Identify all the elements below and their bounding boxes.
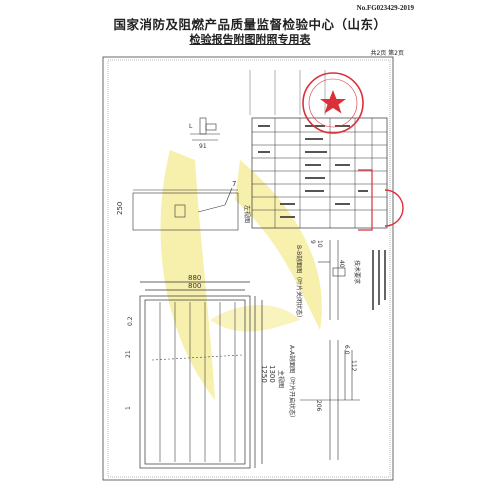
left-view-label: 左视图 <box>243 205 251 223</box>
tech-req-label: 技术要求 <box>353 260 361 284</box>
dim-112: 112 <box>350 360 357 372</box>
dim-91: 91 <box>199 143 207 150</box>
dim-800: 800 <box>188 282 201 290</box>
label-1: 1 <box>125 406 132 410</box>
dim-206: 206 <box>315 400 322 412</box>
section-bb-label: B-B剖面图（叶片关闭状态） <box>295 245 303 321</box>
outer-frame <box>102 56 394 481</box>
left-view <box>132 187 239 231</box>
section-bb <box>318 240 346 320</box>
dim-1300: 1300 <box>268 365 276 383</box>
damper-blades <box>151 302 243 462</box>
dim-880: 880 <box>188 274 201 282</box>
dim-9: 9 <box>309 240 316 244</box>
document-number: No.FG023429-2019 <box>356 4 414 12</box>
dim-6: 6.0 <box>343 345 350 355</box>
dim-0-2: 0.2 <box>127 316 134 326</box>
inner-frame <box>107 59 391 478</box>
label-l: L <box>189 123 193 130</box>
document-title: 国家消防及阻燃产品质量监督检验中心（山东） <box>113 17 387 32</box>
main-view-frame <box>139 281 263 469</box>
dim-1250: 1250 <box>260 365 268 383</box>
main-view-label: 主视图 <box>277 370 285 388</box>
section-aa-label: A-A剖面图（叶片开启状态） <box>288 345 296 421</box>
dim-250: 250 <box>116 202 124 215</box>
tech-notes <box>372 250 386 310</box>
dim-10: 10 <box>316 240 323 248</box>
dim-40: 40 <box>338 260 345 268</box>
section-aa <box>300 340 360 460</box>
header-ruling <box>249 70 326 115</box>
document-subtitle: 检验报告附图附照专用表 <box>189 33 311 46</box>
label-7: 7 <box>232 180 236 188</box>
inspection-seal <box>302 72 404 231</box>
page-info: 共2页 第2页 <box>370 50 404 57</box>
detail-view <box>190 117 220 141</box>
label-21: 21 <box>125 350 132 358</box>
